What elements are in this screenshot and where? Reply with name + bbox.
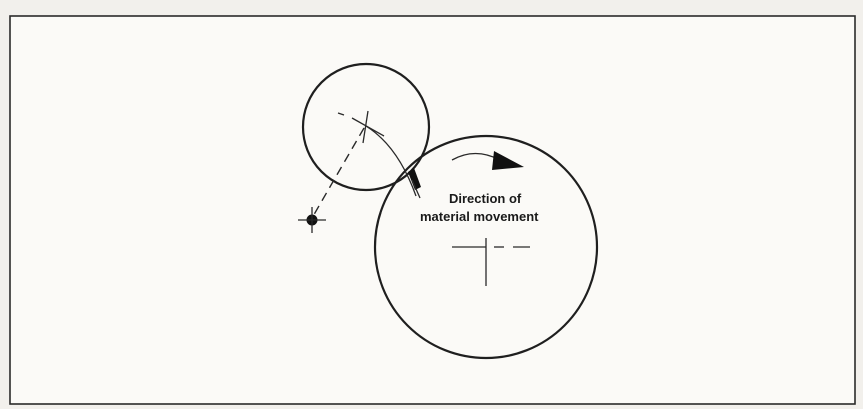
direction-label-line-2: material movement bbox=[420, 209, 539, 224]
large-roller bbox=[373, 134, 599, 360]
figure-frame bbox=[9, 15, 856, 405]
pivot-point bbox=[298, 207, 326, 233]
direction-label-line-1: Direction of bbox=[449, 191, 522, 206]
direction-arrow bbox=[451, 151, 524, 170]
nip-contact-mark bbox=[408, 168, 421, 199]
pivot-arm-dashed bbox=[311, 127, 365, 219]
small-roller bbox=[301, 62, 431, 192]
swing-arc bbox=[365, 125, 417, 197]
large-roller-center-mark bbox=[452, 238, 530, 286]
